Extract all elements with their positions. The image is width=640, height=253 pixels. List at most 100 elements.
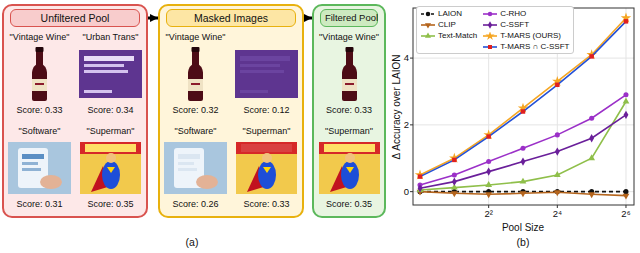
clip-score: Score: 0.26 [161,199,230,210]
data-marker [520,146,525,151]
data-marker [624,111,629,119]
data-marker [452,177,457,185]
tick-mark [410,58,413,59]
legend-sample [483,32,497,40]
image-card: "Superman"Score: 0.35 [315,126,383,210]
legend-sample [421,21,435,29]
data-marker [623,92,628,97]
data-marker [520,178,527,184]
legend-entry: LAION [421,8,477,19]
data-series [417,190,630,200]
image-card: "Vintage Wine" Score: 0.32 [161,32,230,116]
data-marker [418,174,422,178]
flow-arrow [148,17,158,20]
tick-mark [410,124,413,125]
book-cover-image [79,50,142,98]
data-marker [451,191,458,197]
data-marker [521,109,525,113]
data-marker [586,49,596,59]
clip-score: Score: 0.35 [315,199,383,210]
axis-title: Δ Accuracy over LAION [391,54,402,159]
data-marker [554,171,561,177]
clip-score: Score: 0.12 [232,105,301,116]
grid-line [625,8,626,205]
data-marker [485,192,492,198]
clip-score: Score: 0.31 [5,199,74,210]
image-caption: "Vintage Wine" [161,32,230,43]
clip-score: Score: 0.35 [76,199,145,210]
legend-entry: CLIP [421,19,477,30]
series-line [420,115,626,188]
image-card: "Urban Trans"Score: 0.34 [76,32,145,116]
legend-entry: T-MARS (OURS) [483,30,569,41]
tick-mark [625,205,626,208]
tick-label: 2⁴ [553,209,562,219]
legend-marker [488,45,492,49]
data-marker [589,54,593,58]
image-caption: "Software" [5,126,74,137]
data-series [418,111,629,193]
clip-score: Score: 0.33 [5,105,74,116]
data-marker [624,19,628,23]
chart-legend: LAIONCLIPText-MatchC-RHOC-SSFTT-MARS (OU… [416,6,574,54]
legend-marker [486,32,495,40]
panel-label: (b) [517,237,530,249]
legend-text: LAION [438,9,462,19]
wine-bottle-image [188,47,203,101]
data-series [417,98,630,192]
data-series [417,92,628,187]
data-marker [521,157,526,165]
legend-text: C-SSFT [500,20,529,30]
plot-frame [413,8,634,205]
panel-label: (a) [186,237,199,249]
data-marker [418,184,423,192]
data-marker [555,83,559,87]
legend-sample [483,43,497,51]
data-series [415,13,631,180]
panel-heading: Masked Images [166,9,296,27]
data-marker [555,147,560,155]
pool-panel: Unfiltered Pool"Vintage Wine"Score: 0.33… [2,4,148,218]
legend-marker [488,21,492,28]
wine-bottle-image [342,47,357,101]
data-marker [554,190,561,196]
panel-heading: Unfiltered Pool [10,9,140,27]
legend-sample [421,32,435,40]
legend-text: T-MARS (OURS) [500,31,561,41]
masked-software-image [164,142,227,194]
masked-book-image [235,50,298,98]
image-card: "Software"Score: 0.26 [161,126,230,210]
series-line [420,95,626,185]
image-caption: "Superman" [232,126,301,137]
tick-mark [488,205,489,208]
data-marker [589,134,594,142]
image-card: "Vintage Wine" Score: 0.33 [315,32,383,116]
panel-fill [159,5,303,217]
flow-arrow [304,17,312,20]
tick-mark [557,205,558,208]
image-caption: "Urban Trans" [76,32,145,43]
legend-sample [483,21,497,29]
image-card: "Superman"Score: 0.35 [76,126,145,210]
grid-line [413,124,634,125]
clip-score: Score: 0.33 [315,105,383,116]
panel-heading: Filtered Pool [320,9,378,27]
data-marker [452,158,456,162]
image-caption: "Vintage Wine" [315,32,383,43]
data-marker [486,134,490,138]
data-marker [555,132,560,137]
data-marker [589,116,594,121]
legend-marker [425,23,431,28]
data-marker [588,192,595,198]
clip-score: Score: 0.32 [161,105,230,116]
legend-marker [488,11,493,16]
grid-line [413,58,634,59]
data-marker [520,191,527,197]
data-marker [588,154,595,160]
legend-text: CLIP [438,20,456,30]
legend-sample [421,10,435,18]
data-marker [623,194,630,200]
comic-cover-image [319,142,380,194]
legend-entry: Text-Match [421,30,477,41]
